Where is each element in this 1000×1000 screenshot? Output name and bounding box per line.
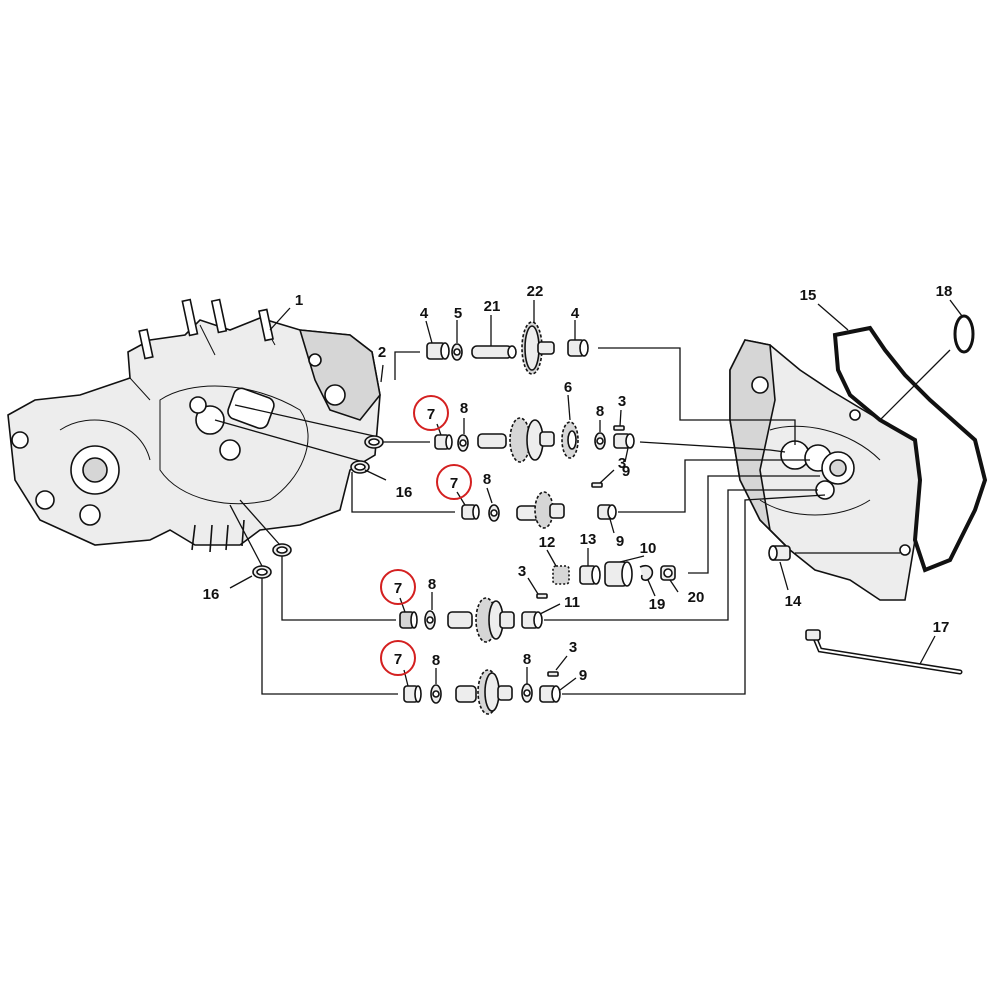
callout-label: 21 (484, 298, 501, 315)
callout-label: 3 (618, 455, 626, 472)
cam-cover-part (729, 339, 921, 601)
callout-label: 3 (618, 393, 626, 410)
callout-label: 4 (571, 305, 580, 322)
callout-label: 7 (394, 580, 402, 597)
callout-label: 18 (936, 283, 953, 300)
highlight-circles (380, 395, 472, 676)
callout-label: 1 (295, 292, 303, 309)
callout-label: 12 (539, 534, 556, 551)
callout-label: 3 (569, 639, 577, 656)
callout-label: 8 (483, 471, 491, 488)
callout-label: 8 (432, 652, 440, 669)
sleeve-part (768, 545, 791, 561)
callout-label: 9 (622, 463, 630, 480)
callout-label: 8 (428, 576, 436, 593)
callout-label: 13 (580, 531, 597, 548)
row3-parts (461, 482, 617, 529)
callout-label: 20 (688, 589, 705, 606)
callout-label: 17 (933, 619, 950, 636)
leader-lines (214, 299, 963, 695)
callout-labels: 1 2 4 5 21 22 4 6 8 3 7 8 7 8 3 9 16 9 1… (203, 283, 953, 684)
highlight-circle (436, 464, 472, 500)
row2-parts (434, 417, 635, 463)
row1-parts (426, 321, 589, 375)
callout-label: 4 (420, 305, 429, 322)
callout-label: 9 (616, 533, 624, 550)
callout-label: 6 (564, 379, 572, 396)
row4-parts (536, 561, 676, 599)
callout-label: 14 (785, 593, 802, 610)
highlight-circle (380, 640, 416, 676)
callout-label: 8 (596, 403, 604, 420)
callout-label: 22 (527, 283, 544, 300)
callout-label: 10 (640, 540, 657, 557)
crankcase-left-part (7, 298, 381, 553)
callout-label: 9 (579, 667, 587, 684)
callout-label: 16 (203, 586, 220, 603)
callout-label: 5 (454, 305, 462, 322)
callout-label: 8 (523, 651, 531, 668)
callout-label: 3 (518, 563, 526, 580)
callout-label: 11 (564, 594, 580, 611)
callout-label: 19 (649, 596, 666, 613)
callout-label: 15 (800, 287, 817, 304)
row5-parts (399, 597, 543, 643)
callout-label: 7 (394, 651, 402, 668)
highlight-circle (413, 395, 449, 431)
seal-part-upper (350, 435, 384, 474)
o-ring-part (953, 314, 975, 354)
callout-label: 7 (450, 475, 458, 492)
oil-line-part (805, 629, 963, 675)
callout-label: 7 (427, 406, 435, 423)
callout-label: 16 (396, 484, 413, 501)
highlight-circle (380, 569, 416, 605)
row6-parts (403, 669, 561, 715)
cover-gasket-part (832, 325, 988, 573)
callout-label: 8 (460, 400, 468, 417)
callout-label: 2 (378, 344, 386, 361)
